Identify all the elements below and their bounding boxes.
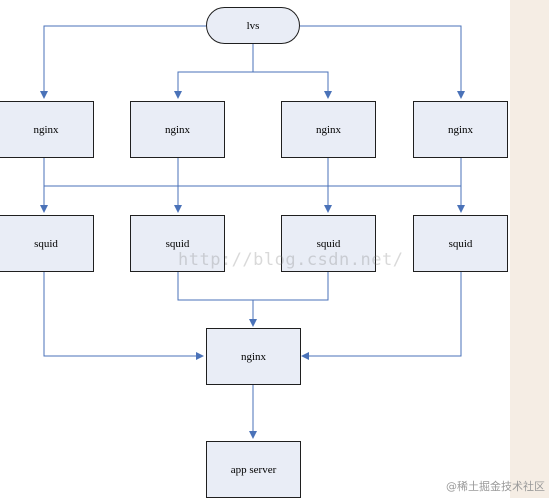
edge-squid-1-nginx-center [43,272,204,360]
squid-node-4: squid [413,215,508,272]
watermark-text: http://blog.csdn.net/ [178,250,404,270]
edge-lvs-nginx-2 [174,71,253,99]
squid-node-2: squid [130,215,225,272]
nginx-node-1: nginx [0,101,94,158]
edge-squid-4-nginx-center [301,272,462,360]
diagram-canvas: lvs nginx nginx nginx nginx squid squid … [0,0,510,498]
connector-lines [40,25,465,439]
squid-node-1: squid [0,215,94,272]
nginx-node-2: nginx [130,101,225,158]
nginx-node-4: nginx [413,101,508,158]
nginx-node-center: nginx [206,328,301,385]
edge-lvs-nginx-3 [253,71,332,99]
squid-node-3: squid [281,215,376,272]
app-server-node: app server [206,441,301,498]
edge-squid-2-bus [177,272,329,301]
edge-lvs-nginx-1 [40,25,206,99]
lvs-node: lvs [206,7,300,44]
edge-lvs-nginx-4 [300,25,465,99]
credit-text: @稀土掘金技术社区 [446,480,545,493]
nginx-node-3: nginx [281,101,376,158]
